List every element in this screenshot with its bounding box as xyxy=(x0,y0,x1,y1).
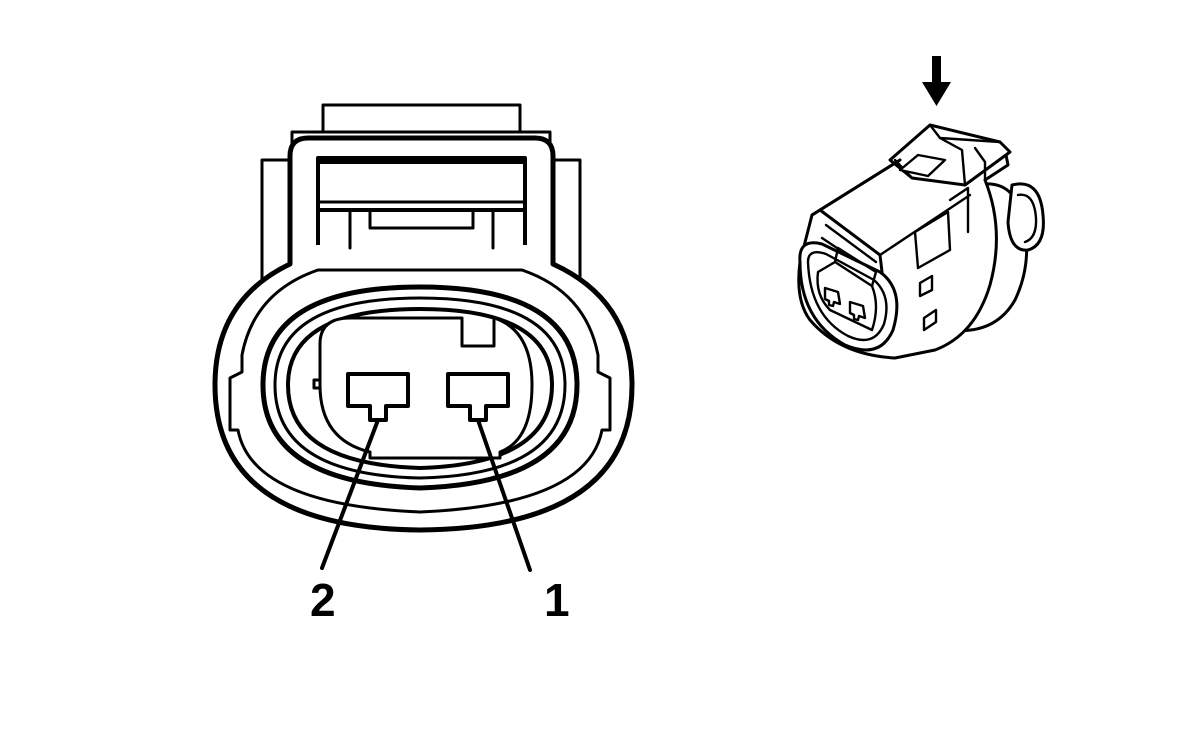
cavity-block-side-mark xyxy=(312,378,322,390)
iso-terminal-pin-1 xyxy=(848,300,867,322)
iso-rear-cap xyxy=(1006,182,1045,252)
latch-tab xyxy=(321,103,522,134)
arrow-down-icon xyxy=(922,56,951,106)
leader-line-pin-1 xyxy=(476,418,532,572)
locking-window-slot xyxy=(348,208,495,250)
iso-side-window-lower xyxy=(922,308,938,332)
shell-inner-contour xyxy=(228,268,612,514)
iso-front-frame xyxy=(810,158,902,274)
iso-side-window-upper xyxy=(918,274,934,298)
connector-isometric-view xyxy=(797,56,1045,360)
iso-side-rib xyxy=(913,210,952,270)
mating-face-ring-inner xyxy=(273,296,567,480)
pin-label-2: 2 xyxy=(310,574,336,626)
terminal-pin-1 xyxy=(446,372,510,422)
terminal-pin-2 xyxy=(346,372,410,422)
leader-line-pin-2 xyxy=(320,418,380,570)
rear-body-outline xyxy=(260,130,582,302)
connector-front-view: 2 1 xyxy=(212,103,635,626)
mating-face-seal xyxy=(286,307,554,470)
pin-label-1: 1 xyxy=(544,574,570,626)
iso-latch-window xyxy=(898,153,947,178)
iso-terminal-pin-2 xyxy=(823,286,842,308)
